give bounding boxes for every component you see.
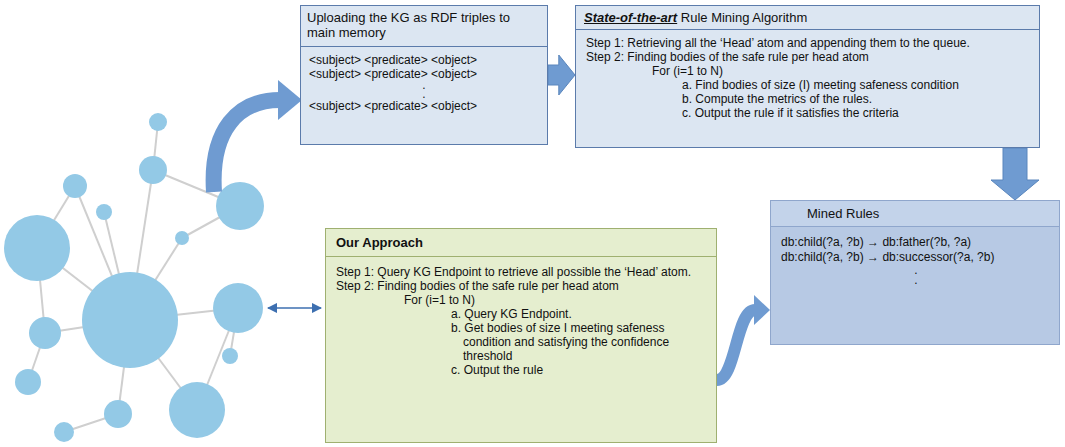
- heading-emphasis: State-of-the-art: [584, 10, 677, 25]
- network-circle: [175, 231, 189, 245]
- upload-curve-arrow: [214, 100, 280, 192]
- network-circle: [4, 215, 70, 281]
- query-double-arrow: [268, 307, 321, 309]
- curved-arrow-shaft: [717, 310, 755, 380]
- box-line: b. Get bodies of size I meeting safeness…: [463, 321, 693, 363]
- ellipsis-dot: .: [309, 90, 539, 99]
- box-line: For (i=1 to N): [404, 293, 706, 307]
- network-circle: [15, 369, 41, 395]
- heading-rest: Rule Mining Algorithm: [677, 10, 807, 25]
- box-line: db:child(?a, ?b) → db:father(?b, ?a): [781, 235, 1051, 250]
- network-circle: [29, 317, 61, 349]
- box-heading: State-of-the-art Rule Mining Algorithm: [576, 6, 1039, 30]
- flow-arrow: [991, 148, 1039, 200]
- block-arrow: [548, 55, 575, 95]
- box-line: For (i=1 to N): [652, 64, 1031, 78]
- ellipsis-dot: .: [781, 265, 1051, 275]
- box-line: a. Query KG Endpoint.: [451, 307, 706, 321]
- box-line: Step 1: Retrieving all the ‘Head’ atom a…: [586, 36, 1031, 50]
- network-circle: [139, 156, 167, 184]
- box-line: <subject> <predicate> <object>: [309, 99, 539, 113]
- network-circle: [213, 283, 263, 333]
- box-heading: Mined Rules: [771, 201, 1059, 227]
- network-circle: [104, 400, 132, 428]
- network-circle: [82, 272, 178, 368]
- box-line: <subject> <predicate> <object>: [309, 53, 539, 67]
- box-line: c. Output the rule if it satisfies the c…: [682, 106, 1031, 120]
- mined-rules-box: Mined Rulesdb:child(?a, ?b) → db:father(…: [770, 200, 1060, 345]
- box-body: <subject> <predicate> <object><subject> …: [301, 47, 547, 119]
- box-line: db:child(?a, ?b) → db:successor(?a, ?b): [781, 250, 1051, 265]
- ellipsis-dot: .: [781, 275, 1051, 285]
- box-heading: Uploading the KG as RDF triples to main …: [301, 6, 547, 47]
- network-circle: [216, 182, 264, 230]
- box-body: Step 1: Retrieving all the ‘Head’ atom a…: [576, 30, 1039, 126]
- network-circle: [54, 422, 74, 442]
- flow-arrow: [548, 55, 575, 95]
- network-circle: [96, 204, 112, 220]
- network-circle: [63, 174, 87, 198]
- block-arrow: [991, 148, 1039, 200]
- box-body: db:child(?a, ?b) → db:father(?b, ?a)db:c…: [771, 227, 1059, 291]
- algorithm-box: State-of-the-art Rule Mining AlgorithmSt…: [575, 5, 1040, 148]
- ellipsis-dot: .: [309, 81, 539, 90]
- network-circles: [4, 113, 264, 442]
- network-circle: [222, 348, 238, 364]
- box-line: Step 2: Finding bodies of the safe rule …: [586, 50, 1031, 64]
- network-circle: [169, 382, 225, 438]
- box-line: a. Find bodies of size (I) meeting safen…: [682, 78, 1031, 92]
- box-heading: Our Approach: [326, 229, 716, 257]
- box-line: Step 2: Finding bodies of the safe rule …: [336, 279, 706, 293]
- box-line: <subject> <predicate> <object>: [309, 67, 539, 81]
- flow-arrow: [717, 295, 770, 380]
- network-circle: [149, 113, 167, 131]
- box-line: Step 1: Query KG Endpoint to retrieve al…: [386, 265, 706, 279]
- box-line: b. Compute the metrics of the rules.: [682, 92, 1031, 106]
- box-body: Step 1: Query KG Endpoint to retrieve al…: [326, 257, 716, 383]
- box-line: c. Output the rule: [451, 363, 706, 377]
- approach-box: Our ApproachStep 1: Query KG Endpoint to…: [325, 228, 717, 443]
- memory-box: Uploading the KG as RDF triples to main …: [300, 5, 548, 145]
- upload-arrow-head: [278, 80, 302, 120]
- curved-arrow-head: [754, 295, 770, 325]
